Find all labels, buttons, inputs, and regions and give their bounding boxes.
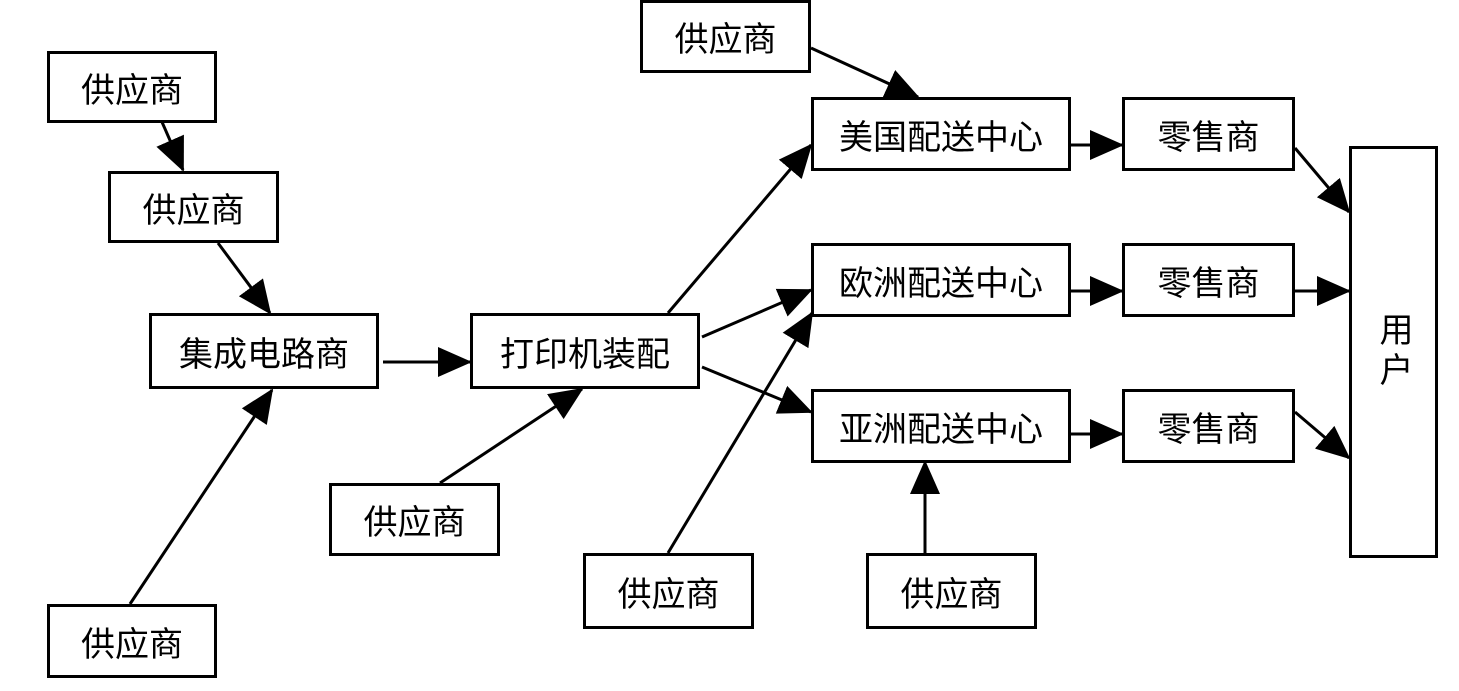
printer-assembly-label: 打印机装配 — [500, 334, 670, 375]
supplier-label: 供应商 — [674, 20, 777, 60]
arrow-bottom-supplier-to-ic-maker — [128, 388, 274, 605]
supplier-box: 供应商 — [640, 0, 811, 73]
arrow-top-supplier-to-us-center — [810, 46, 920, 99]
supplier-label: 供应商 — [142, 190, 245, 231]
retailer-box: 零售商 — [1122, 389, 1295, 463]
retailer-label: 零售商 — [1157, 117, 1260, 158]
user-label: 用户 — [1373, 312, 1413, 392]
supplier-label: 供应商 — [81, 624, 183, 665]
user-box: 用户 — [1349, 146, 1438, 558]
supplier-label: 供应商 — [900, 574, 1003, 615]
supplier-box: 供应商 — [583, 553, 754, 629]
supplier-box: 供应商 — [866, 553, 1037, 629]
supplier-label: 供应商 — [363, 503, 466, 543]
arrow-assembly-to-eu-center — [701, 288, 813, 339]
ic-maker-label: 集成电路商 — [179, 334, 349, 375]
arrow-supplier-to-assembly — [439, 387, 584, 485]
us-distribution-center-box: 美国配送中心 — [811, 97, 1071, 171]
retailer-label: 零售商 — [1157, 409, 1260, 450]
arrow-retailer-to-user-1 — [1293, 147, 1351, 214]
arrow-assembly-to-us-center — [666, 143, 813, 314]
supplier-box: 供应商 — [47, 51, 217, 123]
supplier-label: 供应商 — [617, 574, 720, 615]
supplier-box: 供应商 — [47, 604, 217, 678]
retailer-box: 零售商 — [1122, 97, 1295, 171]
ic-maker-box: 集成电路商 — [149, 313, 379, 389]
asia-distribution-center-box: 亚洲配送中心 — [811, 389, 1071, 463]
arrow-retailer-to-user-3 — [1294, 410, 1351, 460]
arrow-supplier-to-ic-maker — [216, 242, 272, 315]
retailer-box: 零售商 — [1122, 243, 1295, 317]
retailer-label: 零售商 — [1157, 263, 1260, 304]
arrow-bottom-supplier-to-eu-center — [666, 311, 814, 554]
printer-assembly-box: 打印机装配 — [470, 313, 700, 389]
arrow-supplier-to-supplier — [156, 121, 185, 172]
eu-distribution-center-box: 欧洲配送中心 — [811, 243, 1071, 317]
eu-distribution-center-label: 欧洲配送中心 — [839, 263, 1043, 304]
supplier-box: 供应商 — [108, 171, 279, 243]
arrow-assembly-to-asia-center — [701, 365, 813, 414]
us-distribution-center-label: 美国配送中心 — [839, 117, 1043, 158]
supplier-label: 供应商 — [81, 70, 183, 111]
asia-distribution-center-label: 亚洲配送中心 — [839, 409, 1043, 450]
supplier-box: 供应商 — [329, 483, 500, 556]
